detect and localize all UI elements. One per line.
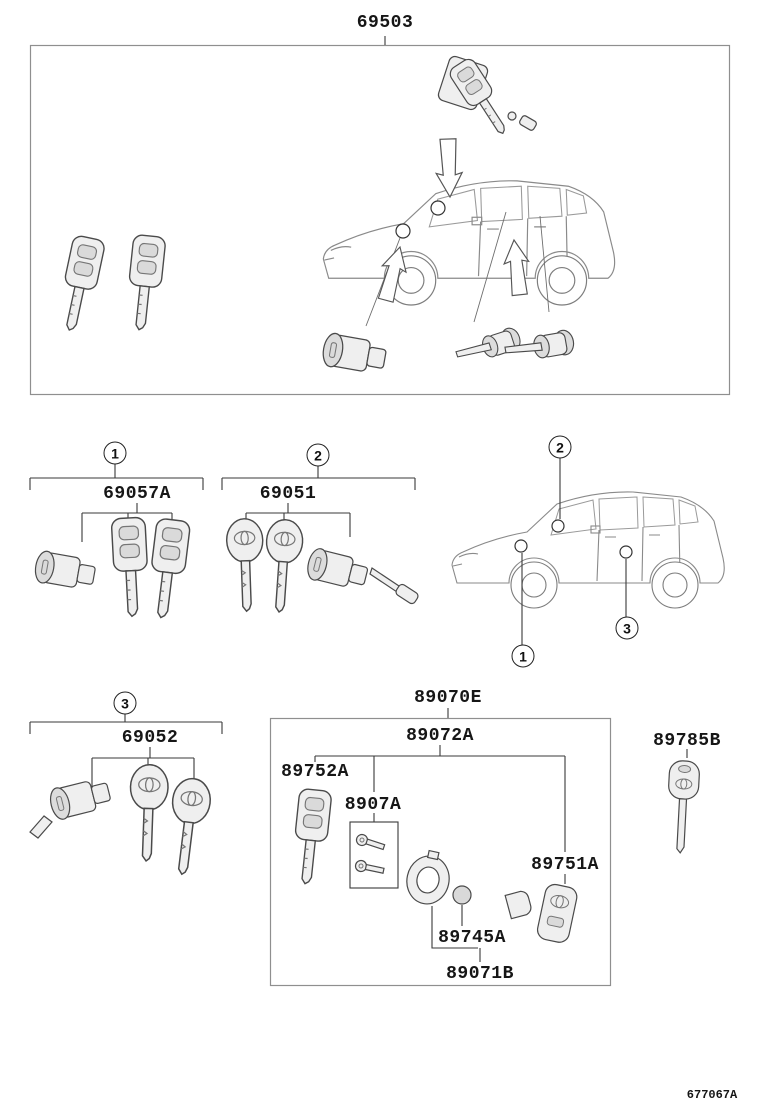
part-label-8907A: 8907A bbox=[344, 795, 402, 815]
part-label-89745A: 89745A bbox=[438, 928, 506, 948]
part-label-89071B: 89071B bbox=[446, 964, 514, 984]
car-marker-circle-1: 1 bbox=[511, 644, 535, 668]
part-label-89072A: 89072A bbox=[406, 726, 474, 746]
part-label-89752A: 89752A bbox=[281, 762, 349, 782]
group1-parts-illustration bbox=[32, 516, 192, 621]
diagram-footer-code: 677067A bbox=[686, 1088, 738, 1102]
part-label-89785B: 89785B bbox=[653, 731, 721, 751]
car-illustration-callouts bbox=[451, 458, 725, 645]
main-assembly-box bbox=[29, 44, 731, 396]
down-arrow-icon bbox=[434, 137, 464, 199]
car-illustration-main bbox=[322, 180, 616, 327]
car-marker-circle-3: 3 bbox=[615, 616, 639, 640]
key-set-illustration bbox=[437, 55, 537, 141]
master-keys-illustration bbox=[53, 233, 167, 335]
part-label-69057A: 69057A bbox=[103, 484, 171, 504]
part-label-89070E: 89070E bbox=[414, 688, 482, 708]
part-label-main: 69503 bbox=[356, 13, 414, 33]
part-label-89751A: 89751A bbox=[531, 855, 599, 875]
transmitter-set-box bbox=[269, 717, 612, 987]
group3-parts-illustration bbox=[29, 763, 214, 878]
group2-parts-illustration bbox=[225, 517, 419, 614]
ignition-cylinder-icon bbox=[320, 331, 389, 377]
part-label-69051: 69051 bbox=[259, 484, 317, 504]
blank-key-icon bbox=[664, 759, 701, 855]
transmitter-set-parts-illustration bbox=[289, 787, 580, 945]
callout-circle-1: 1 bbox=[103, 441, 127, 465]
callout-circle-2: 2 bbox=[306, 443, 330, 467]
callout-circle-3: 3 bbox=[113, 691, 137, 715]
car-marker-circle-2: 2 bbox=[548, 435, 572, 459]
part-label-69052: 69052 bbox=[121, 728, 179, 748]
